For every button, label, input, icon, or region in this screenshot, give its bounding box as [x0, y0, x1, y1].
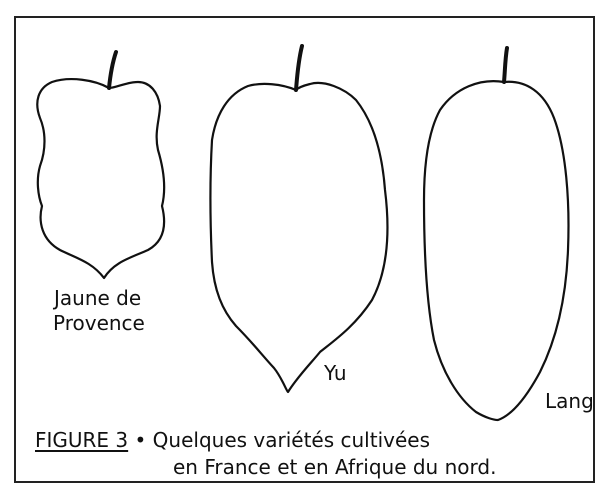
outline-lang — [424, 81, 568, 420]
outline-jaune — [37, 79, 164, 278]
figure-label: FIGURE 3 — [35, 428, 128, 452]
caption-line-1: FIGURE 3 • Quelques variétés cultivées — [35, 428, 430, 452]
label-lang: Lang — [545, 389, 594, 413]
caption-separator: • — [135, 428, 147, 452]
fruit-jaune-de-provence — [37, 52, 164, 278]
fruit-lang — [424, 48, 568, 420]
label-jaune-de: Jaune de — [54, 286, 141, 310]
stem-yu — [296, 46, 302, 90]
stem-jaune — [109, 52, 116, 88]
fruit-yu — [211, 46, 388, 392]
caption-line-2: en France et en Afrique du nord. — [173, 455, 496, 479]
caption-text-1: Quelques variétés cultivées — [153, 428, 430, 452]
outline-yu — [211, 83, 388, 392]
stem-lang — [504, 48, 507, 82]
label-yu: Yu — [324, 361, 347, 385]
label-provence: Provence — [53, 311, 145, 335]
